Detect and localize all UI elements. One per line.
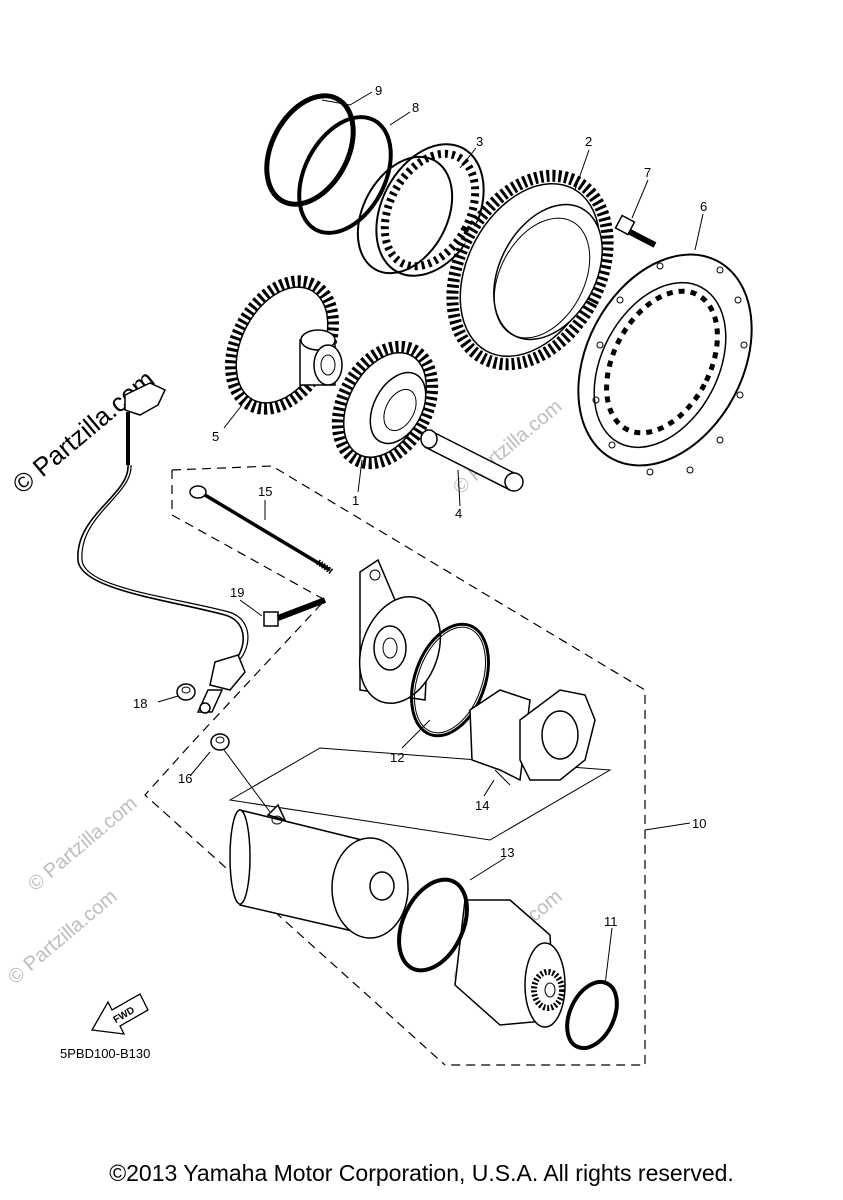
callout-1: 1 xyxy=(352,493,359,508)
part-6-clutch-housing xyxy=(577,253,753,476)
callout-10: 10 xyxy=(692,816,706,831)
part-5-idler-gear xyxy=(225,275,343,415)
callout-16: 16 xyxy=(178,771,192,786)
callout-19: 19 xyxy=(230,585,244,600)
part-7-bolt xyxy=(614,214,657,248)
callout-12: 12 xyxy=(390,750,404,765)
part-18-nut xyxy=(176,683,196,701)
assembly-bracket-lower xyxy=(228,747,612,841)
callout-8: 8 xyxy=(412,100,419,115)
watermark-faint-4: © Partzilla.com xyxy=(24,792,141,895)
callout-2: 2 xyxy=(585,134,592,149)
assembly-outline-upper xyxy=(171,465,646,1066)
starter-front-cover xyxy=(358,558,442,705)
callout-4: 4 xyxy=(455,506,462,521)
starter-motor-body xyxy=(229,803,409,939)
part-1-gear xyxy=(331,340,439,470)
part-13-o-ring xyxy=(397,877,469,973)
callout-3: 3 xyxy=(476,134,483,149)
part-3-one-way-clutch xyxy=(356,143,485,277)
part-15-long-bolt xyxy=(189,485,334,575)
callout-11: 11 xyxy=(604,914,618,929)
diagram-code: 5PBD100-B130 xyxy=(60,1046,150,1061)
callout-7: 7 xyxy=(644,165,651,180)
part-19-bolt xyxy=(263,597,327,627)
copyright-notice: ©2013 Yamaha Motor Corporation, U.S.A. A… xyxy=(109,1160,734,1186)
part-11-o-ring xyxy=(565,979,619,1051)
callout-6: 6 xyxy=(700,199,707,214)
part-16-nut xyxy=(210,733,271,813)
callout-18: 18 xyxy=(133,696,147,711)
part-4-shaft xyxy=(420,429,524,492)
watermark-faint-2: © Partzilla.com xyxy=(4,885,121,988)
part-8-ring xyxy=(297,115,393,235)
callout-14: 14 xyxy=(475,798,489,813)
part-9-circlip xyxy=(264,93,356,207)
part-2-large-gear xyxy=(446,169,614,371)
callout-15: 15 xyxy=(258,484,272,499)
starter-rear-housing xyxy=(454,899,566,1028)
assembly-outline-left xyxy=(144,470,446,1066)
callout-5: 5 xyxy=(212,429,219,444)
starter-wire-lead xyxy=(77,382,249,714)
callout-13: 13 xyxy=(500,845,514,860)
fwd-arrow-icon: FWD xyxy=(90,993,149,1035)
callout-9: 9 xyxy=(375,83,382,98)
part-14-brush-holder xyxy=(469,689,596,786)
part-12-o-ring xyxy=(410,622,490,738)
watermark-main: © Partzilla.com xyxy=(7,364,160,500)
leader-lines xyxy=(157,91,704,986)
